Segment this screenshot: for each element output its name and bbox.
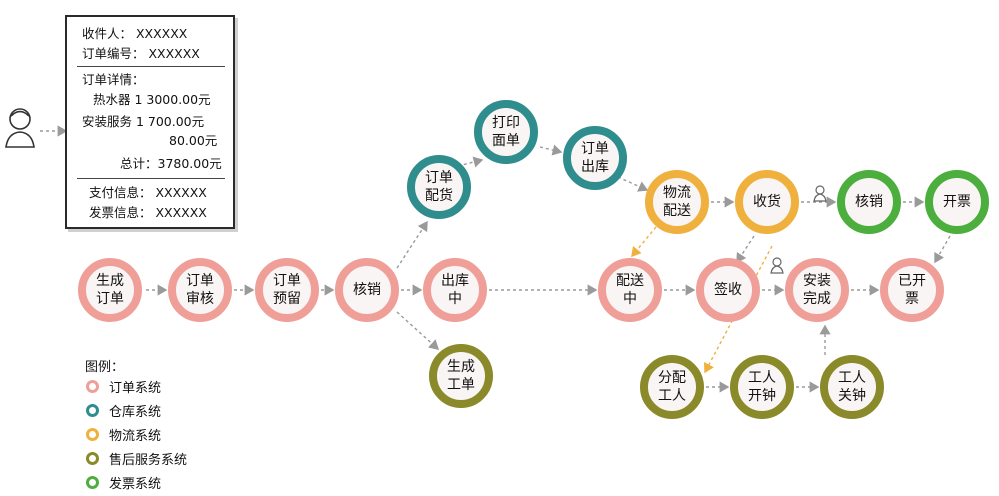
node-label: 核销 <box>855 194 883 210</box>
divider <box>77 66 225 67</box>
node-label: 收货 <box>753 194 781 210</box>
flow-arrow <box>736 235 755 264</box>
flow-arrow <box>396 311 440 350</box>
legend-item-after-sales: 售后服务系统 <box>86 448 187 468</box>
legend-label: 售后服务系统 <box>109 452 188 468</box>
node-label: 生成 工单 <box>447 359 475 393</box>
node-label: 工人 开钟 <box>748 370 776 404</box>
node-label: 分配 工人 <box>658 370 686 404</box>
node-worker-start: 工人 开钟 <box>730 355 794 419</box>
node-label: 核销 <box>353 282 381 298</box>
legend-label: 发票系统 <box>109 476 162 492</box>
node-order-outbound: 订单 出库 <box>563 126 627 190</box>
node-worker-end: 工人 关钟 <box>820 355 884 419</box>
node-label: 签收 <box>714 282 742 298</box>
legend-ring <box>86 475 99 489</box>
node-receive: 收货 <box>735 170 799 234</box>
node-order-review: 订单 审核 <box>168 258 232 322</box>
node-invoiced: 已开 票 <box>880 258 944 322</box>
legend-ring <box>86 379 99 393</box>
node-label: 配送 中 <box>616 273 644 307</box>
flow-arrow <box>396 220 428 269</box>
invoice-info: 发票信息： XXXXXX <box>89 205 207 220</box>
node-label: 生成 订单 <box>96 273 124 307</box>
node-logistics-delivery: 物流 配送 <box>645 170 709 234</box>
node-order-reserve: 订单 预留 <box>255 258 319 322</box>
legend-item-logistics: 物流系统 <box>86 424 161 444</box>
node-verify-invoice: 核销 <box>837 170 901 234</box>
node-label: 打印 面单 <box>492 115 520 149</box>
node-label: 物流 配送 <box>663 185 691 219</box>
order-number-text: 订单编号： XXXXXX <box>82 46 200 61</box>
order-details-label: 订单详情： <box>82 72 145 87</box>
legend-item-warehouse: 仓库系统 <box>86 400 161 420</box>
flow-arrow <box>617 176 649 192</box>
user-icon <box>813 185 827 202</box>
legend-label: 物流系统 <box>109 428 162 444</box>
node-label: 订单 审核 <box>186 273 214 307</box>
user-icon <box>770 257 784 274</box>
user-icon <box>5 108 35 148</box>
legend-label: 仓库系统 <box>109 404 162 420</box>
flow-arrow <box>631 226 657 258</box>
legend-ring <box>86 403 99 417</box>
order-total: 总计：3780.00元 <box>120 156 222 171</box>
legend-item-order: 订单系统 <box>86 376 161 396</box>
order-item-installation-extra: 80.00元 <box>169 133 218 148</box>
node-delivering: 配送 中 <box>598 258 662 322</box>
node-gen-workorder: 生成 工单 <box>429 344 493 408</box>
node-label: 安装 完成 <box>803 273 831 307</box>
node-label: 出库 中 <box>441 273 469 307</box>
flow-arrow <box>934 235 951 264</box>
legend-item-invoice: 发票系统 <box>86 472 161 492</box>
node-label: 订单 出库 <box>581 141 609 175</box>
node-print-waybill: 打印 面单 <box>474 100 538 164</box>
divider <box>77 178 225 179</box>
flow-arrow <box>539 144 563 156</box>
node-install-done: 安装 完成 <box>785 258 849 322</box>
node-verify: 核销 <box>335 258 399 322</box>
order-item-installation: 安装服务 1 700.00元 <box>82 114 205 129</box>
node-label: 订单 预留 <box>273 273 301 307</box>
node-label: 已开 票 <box>898 273 926 307</box>
node-sign: 签收 <box>696 258 760 322</box>
legend-ring <box>86 427 99 441</box>
legend-title: 图例： <box>85 360 125 375</box>
node-issue-invoice: 开票 <box>925 170 989 234</box>
flow-arrow <box>457 156 484 168</box>
receiver-text: 收件人： XXXXXX <box>82 26 188 41</box>
node-assign-worker: 分配 工人 <box>640 355 704 419</box>
order-info-card: 收件人： XXXXXX 订单编号： XXXXXX 订单详情： 热水器 1 300… <box>65 15 235 229</box>
node-outbound: 出库 中 <box>423 258 487 322</box>
node-order-allocate: 订单 配货 <box>407 155 471 219</box>
payment-info: 支付信息： XXXXXX <box>89 185 207 200</box>
node-gen-order: 生成 订单 <box>78 258 142 322</box>
node-label: 订单 配货 <box>425 170 453 204</box>
node-label: 工人 关钟 <box>838 370 866 404</box>
legend-label: 订单系统 <box>109 380 162 396</box>
legend-ring <box>86 451 99 465</box>
order-item-water-heater: 热水器 1 3000.00元 <box>93 92 211 107</box>
node-label: 开票 <box>943 194 971 210</box>
